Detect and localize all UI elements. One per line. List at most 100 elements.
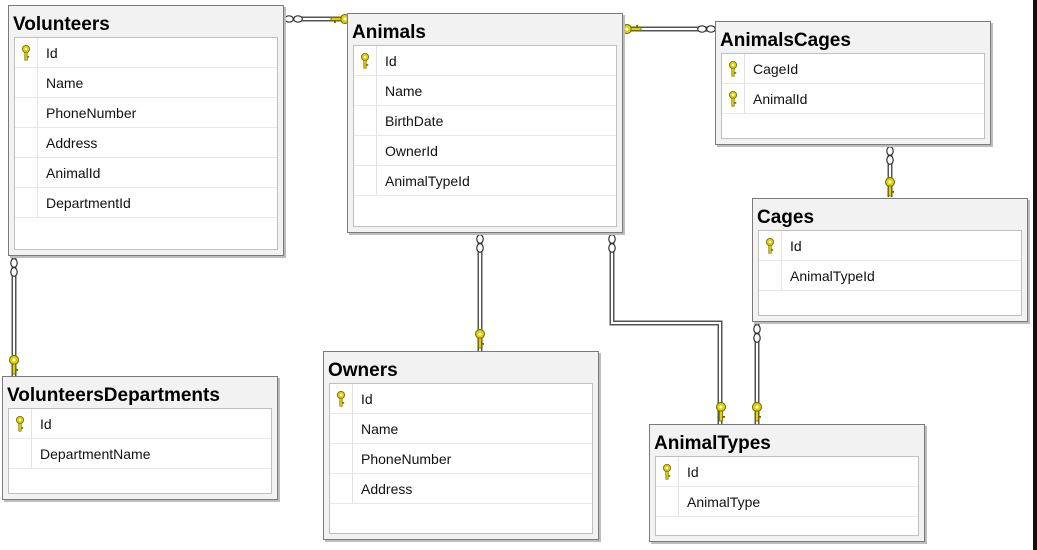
column-name: DepartmentName: [40, 445, 151, 462]
primary-key-cell: [722, 84, 745, 113]
column-name: PhoneNumber: [46, 104, 137, 121]
column-row[interactable]: Name: [330, 414, 592, 444]
column-row[interactable]: Id: [354, 46, 616, 76]
table-animalscages[interactable]: AnimalsCages CageId AnimalId: [715, 21, 991, 145]
column-name: Id: [46, 44, 58, 61]
column-name: CageId: [753, 60, 799, 77]
column-name: AnimalId: [753, 90, 808, 107]
one-end-key-icon: [885, 177, 895, 197]
primary-key-cell: [330, 384, 353, 413]
relationship-cages-animaltypes[interactable]: [752, 323, 762, 425]
primary-key-icon: [765, 238, 775, 254]
key-cell: [354, 76, 377, 105]
primary-key-cell: [354, 46, 377, 75]
one-end-key-icon: [475, 329, 485, 349]
table-volunteersdepartments[interactable]: VolunteersDepartments Id DepartmentName: [2, 376, 278, 500]
primary-key-cell: [656, 457, 679, 486]
column-name: DepartmentId: [46, 194, 131, 211]
one-end-key-icon: [9, 355, 19, 375]
column-row[interactable]: Id: [9, 409, 271, 439]
column-row[interactable]: OwnerId: [354, 136, 616, 166]
column-row[interactable]: Id: [656, 457, 918, 487]
relationship-volunteers-volunteersdepartments[interactable]: [9, 257, 19, 377]
key-cell: [15, 128, 38, 157]
key-cell: [354, 136, 377, 165]
column-list: Id Name PhoneNumber Address AnimalId Dep…: [14, 37, 278, 250]
column-row[interactable]: Id: [759, 231, 1021, 261]
column-row[interactable]: Name: [15, 68, 277, 98]
column-list: Id Name BirthDate OwnerId AnimalTypeId: [353, 45, 617, 227]
column-row[interactable]: DepartmentId: [15, 188, 277, 218]
column-row[interactable]: BirthDate: [354, 106, 616, 136]
column-list: Id AnimalType: [655, 456, 919, 536]
column-row[interactable]: Name: [354, 76, 616, 106]
column-name: Id: [385, 52, 397, 69]
column-row[interactable]: PhoneNumber: [15, 98, 277, 128]
column-row[interactable]: AnimalId: [15, 158, 277, 188]
column-row[interactable]: Address: [15, 128, 277, 158]
many-end-icon: [284, 15, 303, 23]
table-title: AnimalTypes: [654, 433, 771, 454]
column-row[interactable]: AnimalType: [656, 487, 918, 517]
column-row[interactable]: AnimalId: [722, 84, 984, 114]
one-end-key-icon: [622, 24, 642, 34]
column-row[interactable]: Id: [15, 38, 277, 68]
key-cell: [759, 261, 782, 290]
table-title: Owners: [328, 360, 398, 381]
primary-key-icon: [336, 391, 346, 407]
column-row[interactable]: DepartmentName: [9, 439, 271, 469]
column-name: OwnerId: [385, 142, 438, 159]
table-title: VolunteersDepartments: [7, 385, 220, 406]
column-row[interactable]: CageId: [722, 54, 984, 84]
primary-key-cell: [9, 409, 32, 438]
column-row[interactable]: Id: [330, 384, 592, 414]
column-list: Id AnimalTypeId: [758, 230, 1022, 316]
column-name: Address: [46, 134, 98, 151]
column-name: AnimalId: [46, 164, 101, 181]
primary-key-icon: [728, 61, 738, 77]
primary-key-icon: [15, 416, 25, 432]
column-name: BirthDate: [385, 112, 444, 129]
key-cell: [354, 106, 377, 135]
column-name: AnimalTypeId: [790, 267, 875, 284]
column-row[interactable]: AnimalTypeId: [759, 261, 1021, 291]
table-owners[interactable]: Owners Id Name PhoneNumber Address: [323, 351, 599, 540]
table-animaltypes[interactable]: AnimalTypes Id AnimalType: [649, 424, 925, 542]
relationship-animals-owners[interactable]: [475, 233, 485, 351]
column-name: Id: [361, 390, 373, 407]
table-title: Animals: [352, 22, 426, 43]
column-list: Id DepartmentName: [8, 408, 272, 494]
column-name: Id: [40, 415, 52, 432]
key-cell: [15, 188, 38, 217]
primary-key-cell: [759, 231, 782, 260]
key-cell: [330, 414, 353, 443]
column-name: Name: [46, 74, 84, 91]
column-name: AnimalTypeId: [385, 172, 470, 189]
key-cell: [9, 439, 32, 468]
column-name: Name: [385, 82, 423, 99]
column-row[interactable]: PhoneNumber: [330, 444, 592, 474]
table-volunteers[interactable]: Volunteers Id Name PhoneNumber Address A…: [8, 5, 284, 256]
column-name: Id: [687, 463, 699, 480]
column-list: CageId AnimalId: [721, 53, 985, 139]
column-row[interactable]: Address: [330, 474, 592, 504]
column-name: Address: [361, 480, 413, 497]
key-cell: [15, 68, 38, 97]
key-cell: [330, 444, 353, 473]
primary-key-icon: [728, 91, 738, 107]
primary-key-icon: [662, 464, 672, 480]
primary-key-icon: [360, 53, 370, 69]
table-cages[interactable]: Cages Id AnimalTypeId: [752, 198, 1028, 322]
relationship-volunteers-animals[interactable]: [284, 14, 350, 24]
relationship-animalscages-animals[interactable]: [622, 24, 716, 34]
column-list: Id Name PhoneNumber Address: [329, 383, 593, 534]
primary-key-cell: [15, 38, 38, 67]
relationship-animals-animaltypes[interactable]: [608, 233, 726, 425]
column-row[interactable]: AnimalTypeId: [354, 166, 616, 196]
key-cell: [330, 474, 353, 503]
column-name: Id: [790, 237, 802, 254]
table-title: AnimalsCages: [720, 30, 851, 51]
one-end-key-icon: [752, 402, 762, 422]
relationship-animalscages-cages[interactable]: [885, 146, 895, 197]
table-animals[interactable]: Animals Id Name BirthDate OwnerId Animal…: [347, 13, 623, 233]
